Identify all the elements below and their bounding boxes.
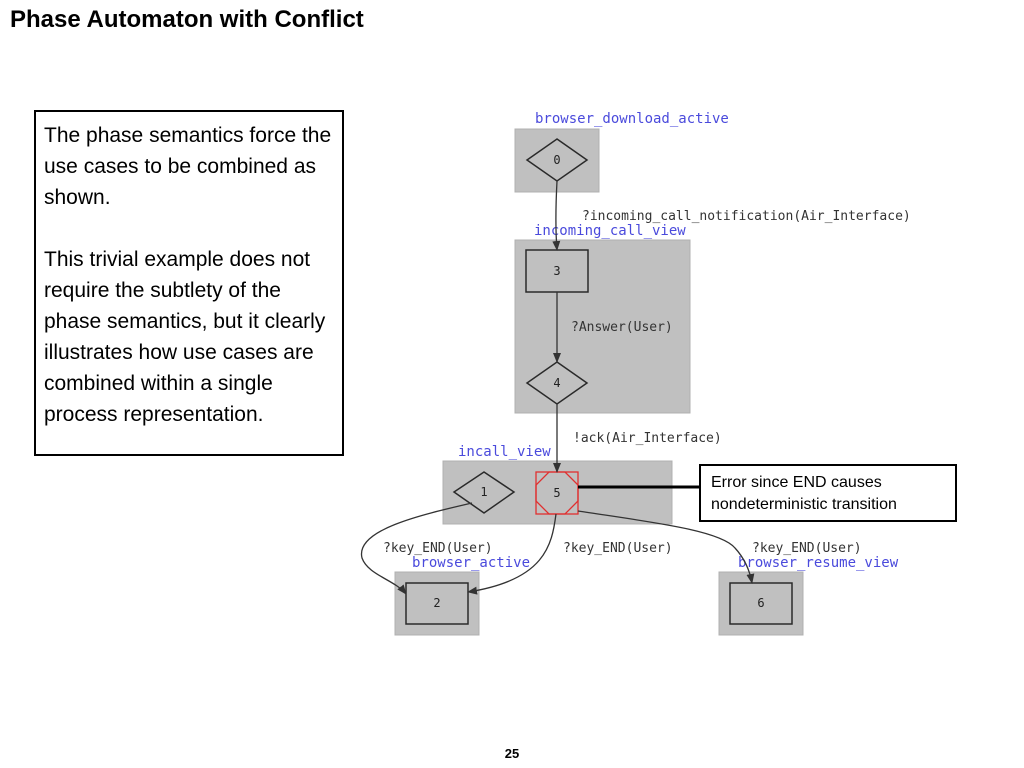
cluster-label-incoming-call-view: incoming_call_view [534,223,686,239]
cluster-label-browser-active: browser_active [412,555,530,571]
explanation-paragraph-1: The phase semantics force the use cases … [44,124,332,209]
cluster-browser-resume-view: browser_resume_view [718,555,899,636]
explanation-paragraph-2: This trivial example does not require th… [44,248,326,426]
node-2-label: 2 [433,596,440,610]
callout-line-2: nondeterministic transition [711,496,897,513]
node-1-label: 1 [480,485,487,499]
callout-line-1: Error since END causes [711,474,882,491]
node-0-label: 0 [553,153,560,167]
edge-5-to-2 [467,513,557,595]
slide-title: Phase Automaton with Conflict [10,6,364,33]
cluster-browser-download-active: browser_download_active [514,111,729,193]
edge-label-3-to-4: ?Answer(User) [571,320,673,335]
edge-1-to-2 [360,502,473,595]
node-3-label: 3 [553,264,560,278]
conflict-callout: Error since END causes nondeterministic … [699,464,957,522]
node-2: 2 [405,582,469,625]
cluster-incoming-call-view: incoming_call_view [514,223,691,414]
node-5-label: 5 [553,486,560,500]
edge-label-0-to-3: ?incoming_call_notification(Air_Interfac… [582,209,911,224]
node-4-label: 4 [553,376,560,390]
page-number: 25 [504,746,520,761]
edge-5-to-6 [577,510,755,584]
cluster-label-incall-view: incall_view [458,444,551,460]
edge-0-to-3 [552,180,561,251]
cluster-browser-active: browser_active [394,555,530,636]
node-6-label: 6 [757,596,764,610]
cluster-label-browser-download-active: browser_download_active [535,111,729,127]
edge-label-5-to-2: ?key_END(User) [563,541,673,556]
cluster-label-browser-resume-view: browser_resume_view [738,555,899,571]
node-1: 1 [452,471,516,514]
edge-label-5-to-6: ?key_END(User) [752,541,862,556]
explanation-textbox: The phase semantics force the use cases … [34,110,344,456]
edge-label-1-to-2: ?key_END(User) [383,541,493,556]
node-6: 6 [729,582,793,625]
edge-label-4-to-5: !ack(Air_Interface) [573,431,722,446]
